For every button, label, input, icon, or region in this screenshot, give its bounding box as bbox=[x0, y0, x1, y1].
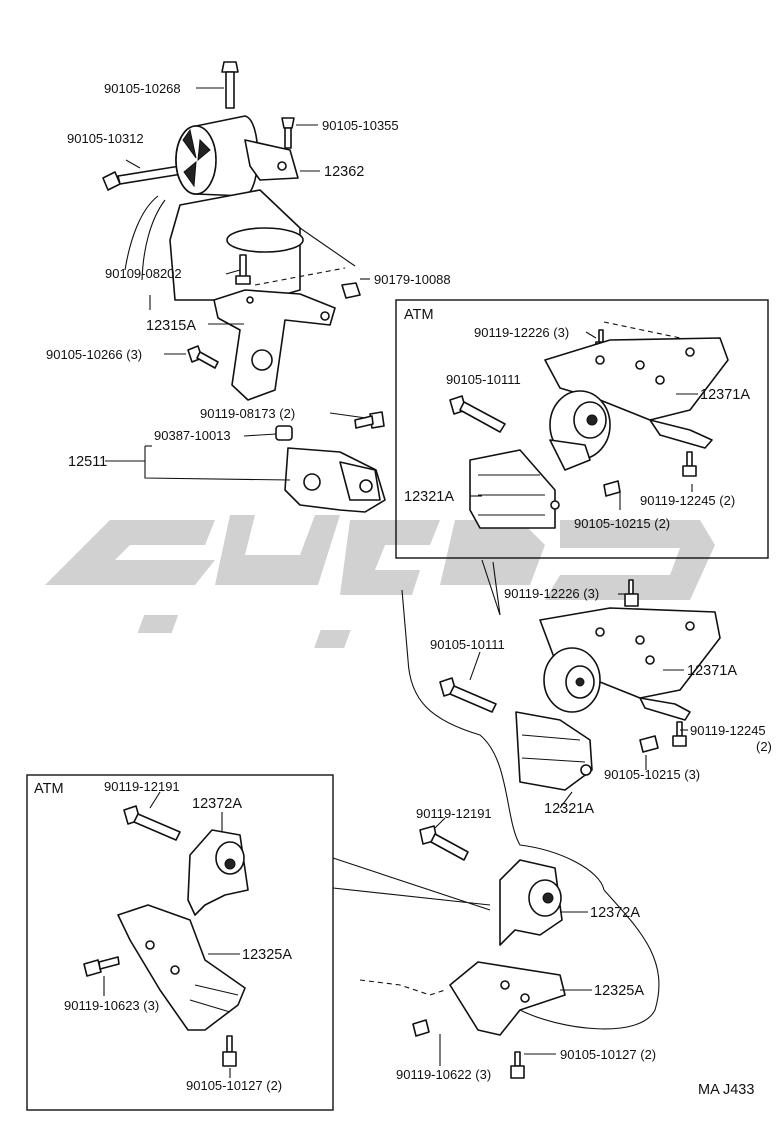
label-12511: 12511 bbox=[68, 454, 107, 470]
label-r-12372A: 12372A bbox=[590, 905, 640, 921]
label-atm-bot-90119-10623: 90119-10623 (3) bbox=[64, 998, 159, 1013]
label-r-90105-10127: 90105-10127 (2) bbox=[560, 1047, 656, 1062]
label-atm-bot-12372A: 12372A bbox=[192, 796, 242, 812]
label-r-90119-12245-qty: (2) bbox=[756, 739, 772, 754]
label-r-90119-10622: 90119-10622 (3) bbox=[396, 1067, 491, 1082]
engine-mount-upper bbox=[102, 61, 386, 513]
label-90109-08202: 90109-08202 bbox=[105, 266, 182, 281]
atm-bottom-parts bbox=[83, 805, 249, 1067]
label-atm-bot-90105-10127: 90105-10127 (2) bbox=[186, 1078, 282, 1093]
atm-bottom-title: ATM bbox=[34, 781, 64, 797]
label-90387-10013: 90387-10013 bbox=[154, 428, 231, 443]
label-90105-10355: 90105-10355 bbox=[322, 118, 399, 133]
label-90105-10266: 90105-10266 (3) bbox=[46, 347, 142, 362]
label-atm-bot-90119-12191: 90119-12191 bbox=[104, 779, 180, 794]
label-12315A: 12315A bbox=[146, 318, 196, 334]
atm-top-title: ATM bbox=[404, 307, 434, 323]
label-90105-10268: 90105-10268 bbox=[104, 81, 181, 96]
label-atm-top-12321A: 12321A bbox=[404, 489, 454, 505]
label-atm-top-90105-10215: 90105-10215 (2) bbox=[574, 516, 670, 531]
atm-inset-top bbox=[395, 299, 769, 559]
label-12362: 12362 bbox=[324, 164, 364, 180]
label-r-12321A: 12321A bbox=[544, 801, 594, 817]
part-labels: 90105-10268 90105-10355 90105-10312 1236… bbox=[34, 81, 772, 1098]
label-90119-08173: 90119-08173 (2) bbox=[200, 406, 295, 421]
label-r-90105-10215: 90105-10215 (3) bbox=[604, 767, 700, 782]
label-r-90105-10111: 90105-10111 bbox=[430, 637, 505, 652]
footer-code: MA J433 bbox=[698, 1082, 754, 1098]
label-atm-top-90105-10111: 90105-10111 bbox=[446, 372, 521, 387]
label-atm-top-12371A: 12371A bbox=[700, 387, 750, 403]
label-r-90119-12191: 90119-12191 bbox=[416, 806, 492, 821]
label-90179-10088: 90179-10088 bbox=[374, 272, 451, 287]
atm-top-parts bbox=[449, 321, 729, 529]
label-r-90119-12226: 90119-12226 (3) bbox=[504, 586, 599, 601]
label-r-90119-12245: 90119-12245 bbox=[690, 723, 766, 738]
logo-watermark bbox=[45, 515, 715, 648]
leader-lines bbox=[103, 87, 698, 1078]
label-atm-top-90119-12245: 90119-12245 (2) bbox=[640, 493, 735, 508]
transmission-mount-right bbox=[359, 559, 721, 1079]
label-atm-top-90119-12226: 90119-12226 (3) bbox=[474, 325, 569, 340]
atm-inset-bottom bbox=[26, 774, 334, 1111]
label-r-12371A: 12371A bbox=[687, 663, 737, 679]
label-r-12325A: 12325A bbox=[594, 983, 644, 999]
label-90105-10312: 90105-10312 bbox=[67, 131, 144, 146]
label-atm-bot-12325A: 12325A bbox=[242, 947, 292, 963]
